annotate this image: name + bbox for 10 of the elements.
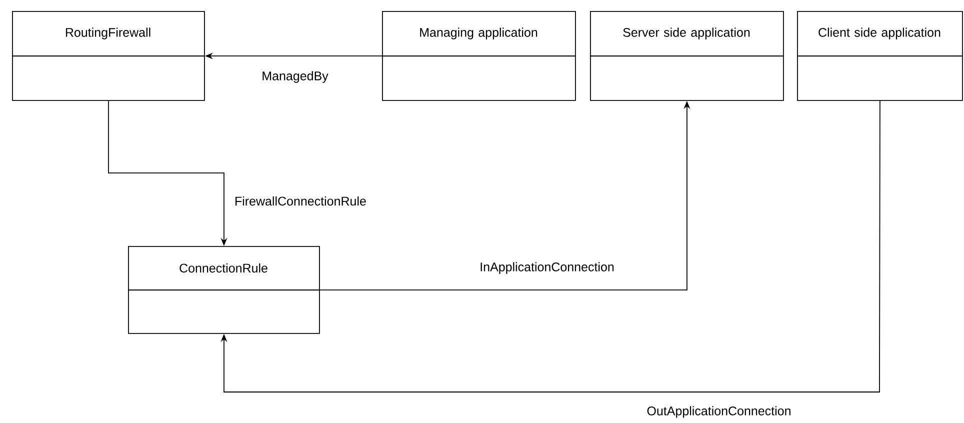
edge-label: InApplicationConnection bbox=[478, 261, 616, 275]
edge-label: FirewallConnectionRule bbox=[233, 195, 368, 207]
edge-label: OutApplicationConnection bbox=[646, 405, 792, 419]
class-box: ConnectionRule bbox=[128, 246, 320, 334]
class-box: Managing application bbox=[382, 11, 576, 101]
arrow bbox=[220, 100, 880, 392]
edge-label: ManagedBy bbox=[260, 70, 330, 84]
class-box: RoutingFirewall bbox=[12, 11, 205, 101]
class-box: Client side application bbox=[796, 11, 963, 101]
class-box: Server side application bbox=[590, 11, 784, 101]
